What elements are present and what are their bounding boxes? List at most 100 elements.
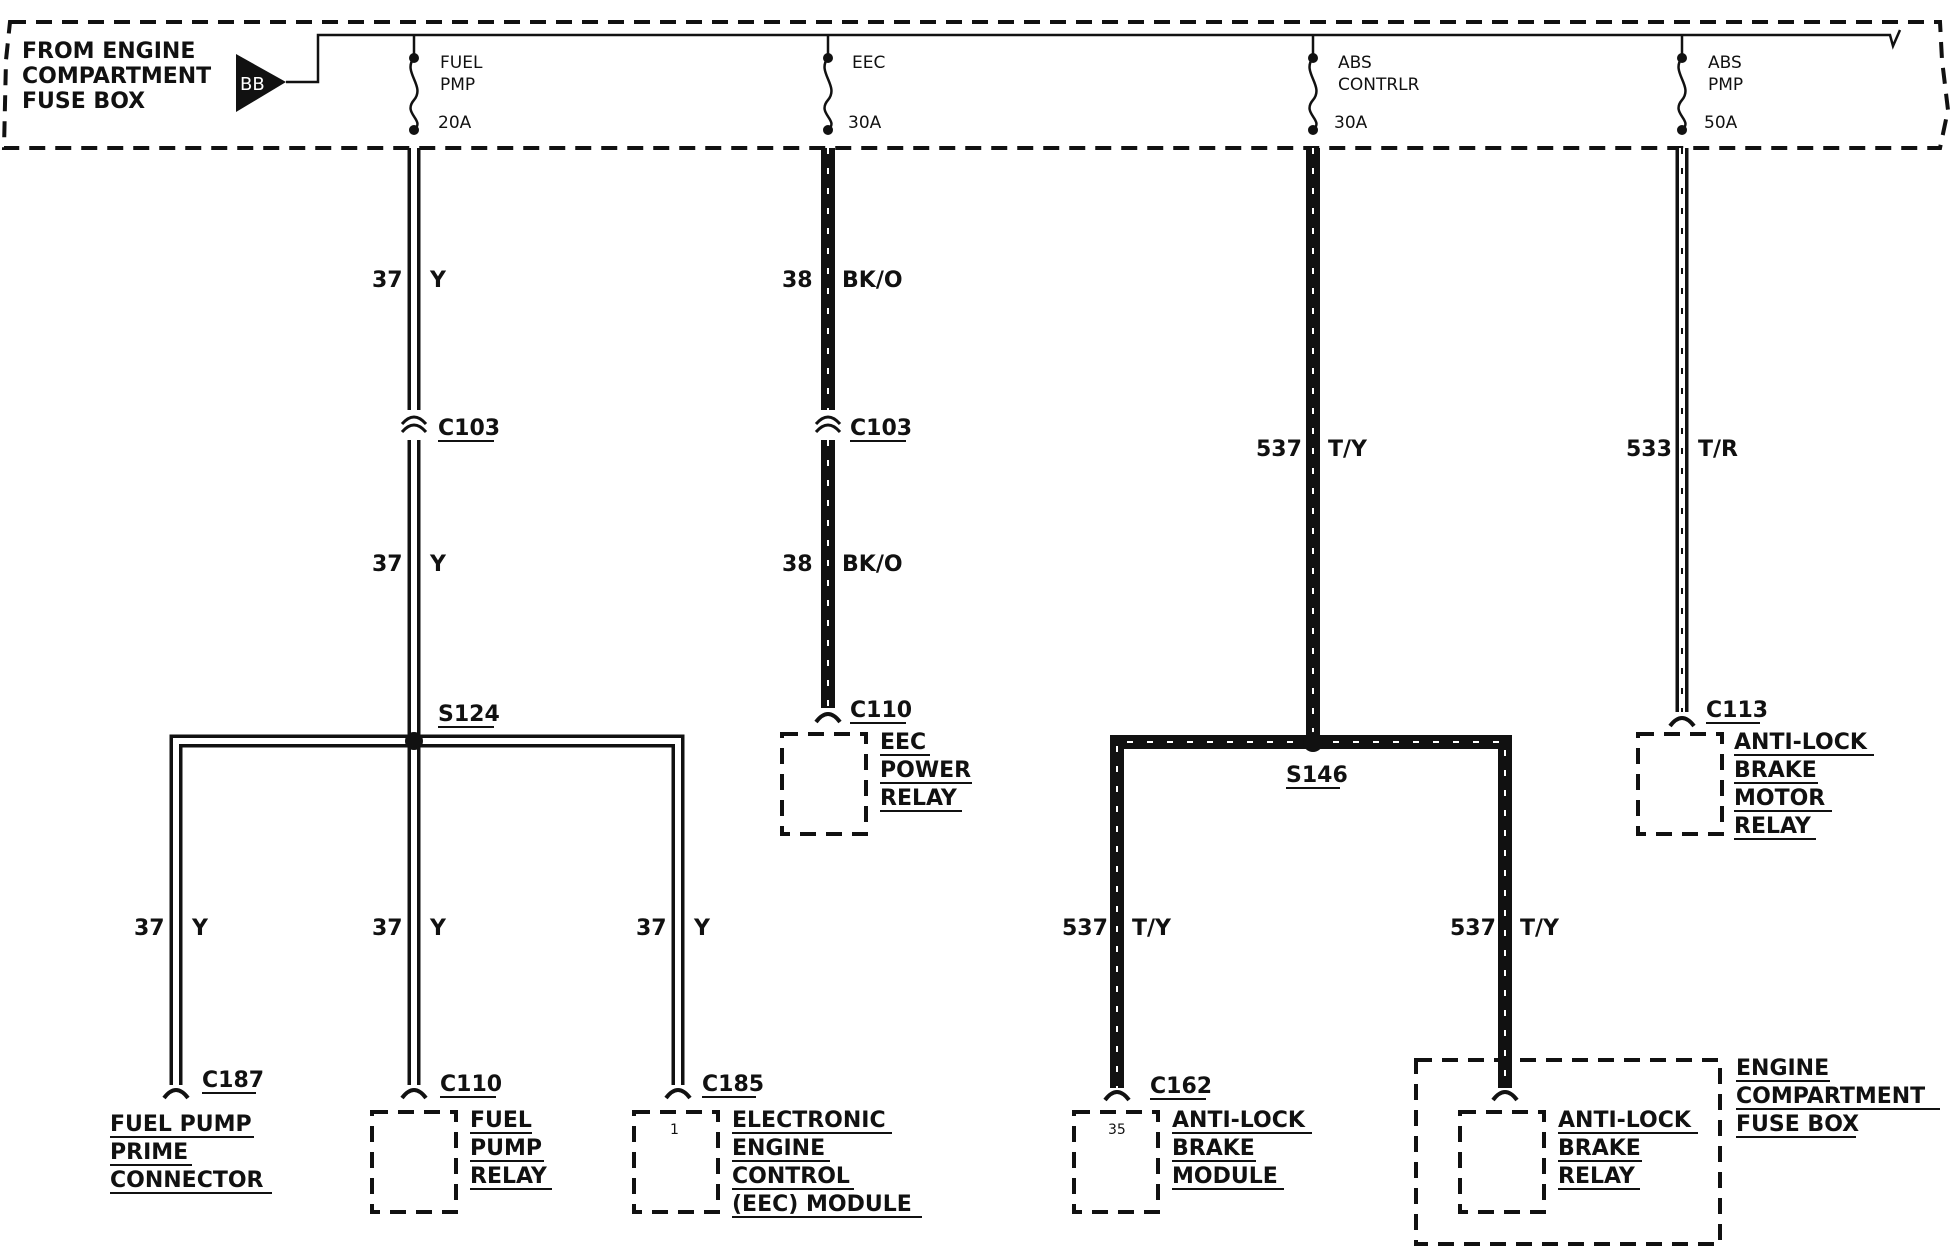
fuel-pump-relay-label-1: FUEL — [470, 1108, 532, 1133]
connector-c185-label: C185 — [702, 1072, 764, 1097]
abs-motor-relay-label-2: BRAKE — [1734, 758, 1817, 783]
connector-c162-label: C162 — [1150, 1074, 1212, 1099]
abs-module-pin: 35 — [1108, 1122, 1126, 1138]
connector-c113-label: C113 — [1706, 698, 1768, 723]
wire-abs-relay-circuit: 537 — [1450, 916, 1496, 941]
wire-abs-module-color: T/Y — [1132, 916, 1172, 941]
eec-module-pin: 1 — [670, 1122, 679, 1138]
source-label-line-2: COMPARTMENT — [22, 64, 211, 89]
wire-relay-branch-color: Y — [429, 916, 447, 941]
wire-fuel-upper-color: Y — [429, 268, 447, 293]
fuse-fuel-pmp: FUEL PMP 20A — [409, 35, 483, 135]
splice-s124-branches — [169, 732, 685, 1085]
connector-c103-fuel: C103 — [400, 415, 500, 442]
eec-module: 1 ELECTRONIC ENGINE CONTROL (EEC) MODULE — [632, 1108, 922, 1218]
wire-abs-module-circuit: 537 — [1062, 916, 1108, 941]
splice-s146-label: S146 — [1286, 763, 1348, 788]
connector-c187-label: C187 — [202, 1068, 264, 1093]
eec-power-relay: EEC POWER RELAY — [780, 730, 972, 836]
eec-module-label-3: CONTROL — [732, 1164, 850, 1189]
abs-relay-label-1: ANTI-LOCK — [1558, 1108, 1692, 1133]
fuse-abs-contrlr-name-2: CONTRLR — [1338, 75, 1420, 95]
bus-bar — [286, 29, 1902, 84]
fuse-abs-contrlr-name-1: ABS — [1338, 53, 1372, 73]
connector-c103-eec-label: C103 — [850, 416, 912, 441]
abs-motor-relay-label-1: ANTI-LOCK — [1734, 730, 1868, 755]
fuse-abs-pmp: ABS PMP 50A — [1677, 35, 1743, 135]
abs-relay-label-2: BRAKE — [1558, 1136, 1641, 1161]
eec-module-label-2: ENGINE — [732, 1136, 825, 1161]
connector-c110-fuel-label: C110 — [440, 1072, 502, 1097]
engine-fuse-box-label-1: ENGINE — [1736, 1056, 1829, 1081]
bb-connector-label: BB — [240, 74, 265, 95]
wire-eec-lower-color: BK/O — [842, 552, 903, 577]
prime-connector-label-3: CONNECTOR — [110, 1168, 264, 1193]
fuse-eec-name-1: EEC — [852, 53, 885, 73]
wire-eec-upper-circuit: 38 — [782, 268, 813, 293]
fuse-abs-pmp-name-1: ABS — [1708, 53, 1742, 73]
fuse-eec: EEC 30A — [823, 35, 885, 135]
wire-abs-pump-color: T/R — [1698, 437, 1738, 462]
connector-c187: C187 — [162, 1068, 264, 1100]
connector-c110-fuel: C110 — [400, 1072, 502, 1100]
wire-eec-lower-circuit: 38 — [782, 552, 813, 577]
source-label-line-3: FUSE BOX — [22, 89, 145, 114]
wire-relay-branch-circuit: 37 — [372, 916, 403, 941]
wire-fuel-lower-circuit: 37 — [372, 552, 403, 577]
abs-module-label-2: BRAKE — [1172, 1136, 1255, 1161]
wire-fuel-lower-color: Y — [429, 552, 447, 577]
wire-pcm-branch-color: Y — [693, 916, 711, 941]
engine-fuse-box-label-3: FUSE BOX — [1736, 1112, 1859, 1137]
fuel-pump-prime-connector: FUEL PUMP PRIME CONNECTOR — [110, 1112, 272, 1194]
eec-power-relay-label-2: POWER — [880, 758, 971, 783]
source-label: FROM ENGINE COMPARTMENT FUSE BOX — [22, 39, 211, 114]
fuse-abs-pmp-rating: 50A — [1704, 113, 1738, 133]
abs-module-label-3: MODULE — [1172, 1164, 1278, 1189]
fuse-fuel-name-2: PMP — [440, 75, 475, 95]
bb-connector-triangle — [236, 54, 286, 112]
connector-c185: C185 — [664, 1072, 764, 1100]
wire-prime-circuit: 37 — [134, 916, 165, 941]
fuse-fuel-rating: 20A — [438, 113, 472, 133]
connector-c113: C113 — [1668, 698, 1768, 728]
anti-lock-brake-relay: ANTI-LOCK BRAKE RELAY — [1458, 1090, 1698, 1214]
fuel-pump-relay-label-2: PUMP — [470, 1136, 542, 1161]
eec-power-relay-label-3: RELAY — [880, 786, 958, 811]
eec-power-relay-label-1: EEC — [880, 730, 926, 755]
fuse-abs-contrlr-rating: 30A — [1334, 113, 1368, 133]
eec-module-label-1: ELECTRONIC — [732, 1108, 886, 1133]
fuse-abs-contrlr: ABS CONTRLR 30A — [1308, 35, 1420, 135]
fuel-pump-relay-label-3: RELAY — [470, 1164, 548, 1189]
prime-connector-label-1: FUEL PUMP — [110, 1112, 252, 1137]
abs-motor-relay: ANTI-LOCK BRAKE MOTOR RELAY — [1636, 730, 1874, 840]
connector-c162: C162 — [1103, 1074, 1212, 1102]
engine-fuse-box-label-2: COMPARTMENT — [1736, 1084, 1925, 1109]
abs-module-label-1: ANTI-LOCK — [1172, 1108, 1306, 1133]
fuse-abs-pmp-name-2: PMP — [1708, 75, 1743, 95]
wire-abs-main-color: T/Y — [1328, 437, 1368, 462]
wire-fuel-upper-circuit: 37 — [372, 268, 403, 293]
fuel-pump-relay: FUEL PUMP RELAY — [370, 1108, 552, 1214]
connector-c103-fuel-label: C103 — [438, 416, 500, 441]
wire-pcm-branch-circuit: 37 — [636, 916, 667, 941]
splice-s146-branches — [1110, 732, 1512, 1088]
fuse-eec-rating: 30A — [848, 113, 882, 133]
wire-eec-upper-color: BK/O — [842, 268, 903, 293]
abs-relay-label-3: RELAY — [1558, 1164, 1636, 1189]
wire-abs-pump-circuit: 533 — [1626, 437, 1672, 462]
wire-abs-relay-color: T/Y — [1520, 916, 1560, 941]
abs-motor-relay-label-3: MOTOR — [1734, 786, 1825, 811]
eec-module-label-4: (EEC) MODULE — [732, 1192, 912, 1217]
wire-prime-color: Y — [191, 916, 209, 941]
engine-compartment-fuse-box: ENGINE COMPARTMENT FUSE BOX — [1414, 1056, 1940, 1246]
connector-c110-eec: C110 — [814, 698, 912, 724]
connector-c103-eec: C103 — [814, 415, 912, 442]
fuse-fuel-name-1: FUEL — [440, 53, 483, 73]
abs-motor-relay-label-4: RELAY — [1734, 814, 1812, 839]
source-label-line-1: FROM ENGINE — [22, 39, 195, 64]
splice-s124-label: S124 — [438, 702, 500, 727]
abs-module: 35 ANTI-LOCK BRAKE MODULE — [1072, 1108, 1312, 1214]
wire-abs-main-circuit: 537 — [1256, 437, 1302, 462]
fuse-box-enclosure — [1, 20, 1951, 150]
